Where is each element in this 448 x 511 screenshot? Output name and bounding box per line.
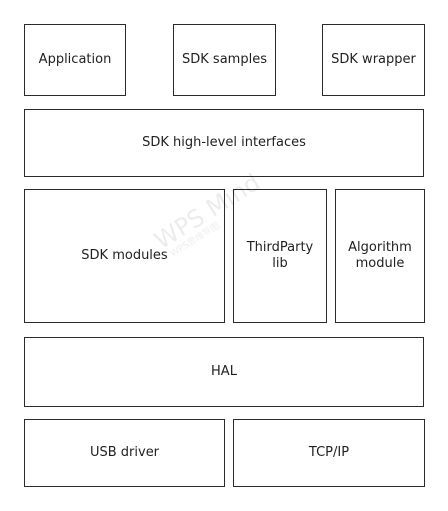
sdk-modules-box: SDK modules <box>24 189 225 323</box>
tcp-ip-box: TCP/IP <box>233 419 425 487</box>
sdk-modules-label: SDK modules <box>81 248 168 263</box>
sdk-interfaces-box: SDK high-level interfaces <box>24 109 424 177</box>
hal-label: HAL <box>211 364 237 379</box>
hal-box: HAL <box>24 337 424 407</box>
thirdparty-lib-label: ThirdParty lib <box>246 240 314 271</box>
application-box: Application <box>24 24 126 96</box>
application-label: Application <box>38 52 112 67</box>
usb-driver-box: USB driver <box>24 419 225 487</box>
sdk-interfaces-label: SDK high-level interfaces <box>142 135 306 150</box>
algorithm-module-label: Algorithm module <box>348 240 412 271</box>
algorithm-module-box: Algorithm module <box>335 189 425 323</box>
sdk-samples-box: SDK samples <box>173 24 276 96</box>
sdk-wrapper-box: SDK wrapper <box>322 24 425 96</box>
sdk-wrapper-label: SDK wrapper <box>331 52 416 67</box>
thirdparty-lib-box: ThirdParty lib <box>233 189 327 323</box>
usb-driver-label: USB driver <box>89 445 160 460</box>
tcp-ip-label: TCP/IP <box>308 445 350 460</box>
sdk-samples-label: SDK samples <box>182 52 267 67</box>
